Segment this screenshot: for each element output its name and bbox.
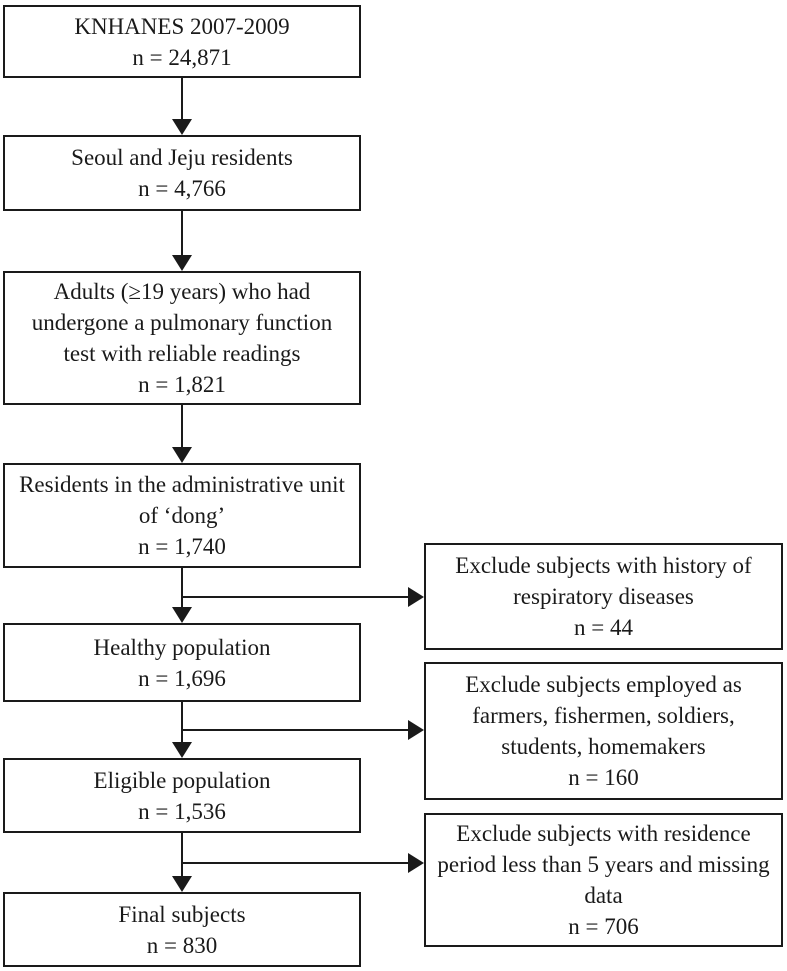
flow-box-count: n = 24,871 <box>132 44 232 70</box>
flow-box-label: Eligible population <box>93 767 271 793</box>
arrow-down-4 <box>172 568 192 623</box>
exclusion-box-residence-period: Exclude subjects with residence period l… <box>424 813 783 947</box>
flow-box-label: Seoul and Jeju residents <box>71 145 293 170</box>
flow-box-eligible-population: Eligible population n = 1,536 <box>3 758 361 833</box>
exclusion-box-label: Exclude subjects with residence period l… <box>437 821 770 908</box>
exclusion-box-label: Exclude subjects with history of respira… <box>455 553 752 609</box>
arrow-down-6 <box>172 833 192 892</box>
arrow-right-exclusion-3 <box>182 853 424 873</box>
arrow-down-5 <box>172 702 192 758</box>
flow-box-count: n = 1,740 <box>138 534 226 559</box>
flow-box-label: Residents in the administrative unit of … <box>19 472 345 528</box>
flow-box-final-subjects: Final subjects n = 830 <box>3 892 361 967</box>
arrow-down-1 <box>172 78 192 135</box>
exclusion-box-respiratory-diseases: Exclude subjects with history of respira… <box>424 543 783 650</box>
flow-box-seoul-jeju-residents: Seoul and Jeju residents n = 4,766 <box>3 135 361 211</box>
exclusion-box-occupation: Exclude subjects employed as farmers, fi… <box>424 662 783 800</box>
flow-box-count: n = 1,536 <box>138 798 226 824</box>
exclusion-box-count: n = 160 <box>568 765 639 790</box>
exclusion-box-count: n = 706 <box>568 914 639 939</box>
flow-box-knhanes: KNHANES 2007-2009 n = 24,871 <box>3 5 361 78</box>
flow-box-count: n = 830 <box>146 932 218 958</box>
arrow-down-2 <box>172 211 192 271</box>
flow-box-count: n = 1,821 <box>138 372 226 397</box>
flow-box-adults-pulmonary-test: Adults (≥19 years) who had undergone a p… <box>3 271 361 405</box>
flow-box-count: n = 4,766 <box>138 176 226 201</box>
flow-box-count: n = 1,696 <box>138 665 226 691</box>
flow-box-label: Healthy population <box>93 634 271 660</box>
arrow-right-exclusion-2 <box>182 720 424 740</box>
flow-box-dong-residents: Residents in the administrative unit of … <box>3 463 361 568</box>
flow-box-label: Adults (≥19 years) who had undergone a p… <box>31 279 333 366</box>
exclusion-box-label: Exclude subjects employed as farmers, fi… <box>465 672 742 759</box>
arrow-right-exclusion-1 <box>182 587 424 607</box>
arrow-down-3 <box>172 405 192 463</box>
flow-box-label: Final subjects <box>118 901 246 927</box>
exclusion-box-count: n = 44 <box>574 615 633 640</box>
flow-box-healthy-population: Healthy population n = 1,696 <box>3 623 361 702</box>
flow-box-label: KNHANES 2007-2009 <box>74 13 290 39</box>
